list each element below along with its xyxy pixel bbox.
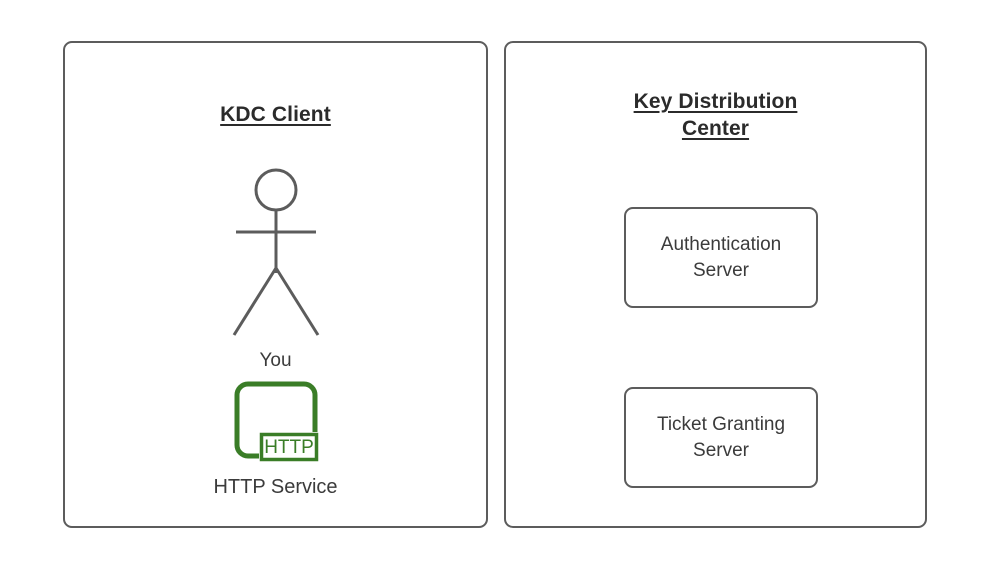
- kdc-client-title: KDC Client: [65, 101, 486, 128]
- authentication-server-line-1: Authentication: [660, 233, 782, 255]
- actor-label: You: [259, 350, 292, 371]
- kdc-title: Key Distribution Center: [506, 88, 925, 142]
- http-badge-text: HTTP: [264, 437, 314, 458]
- ticket-granting-server-line-1: Ticket Granting: [656, 413, 786, 435]
- stick-figure-icon: [65, 163, 486, 348]
- authentication-server-box: Authentication Server: [624, 207, 818, 308]
- key-distribution-center-panel: Key Distribution Center Authentication S…: [504, 41, 927, 528]
- http-service-icon: HTTP: [228, 378, 324, 474]
- ticket-granting-server-line-2: Server: [693, 439, 749, 461]
- ticket-granting-server-box: Ticket Granting Server: [624, 387, 818, 488]
- kdc-client-title-text: KDC Client: [220, 103, 331, 126]
- http-service-label: HTTP Service: [213, 476, 338, 498]
- kdc-title-line-2: Center: [681, 117, 750, 140]
- http-service-node: HTTP HTTP Service: [65, 378, 486, 499]
- actor-you: You: [65, 163, 486, 372]
- kdc-title-line-1: Key Distribution: [633, 90, 798, 113]
- kdc-client-panel: KDC Client You HTTP: [63, 41, 488, 528]
- authentication-server-line-2: Server: [693, 259, 749, 281]
